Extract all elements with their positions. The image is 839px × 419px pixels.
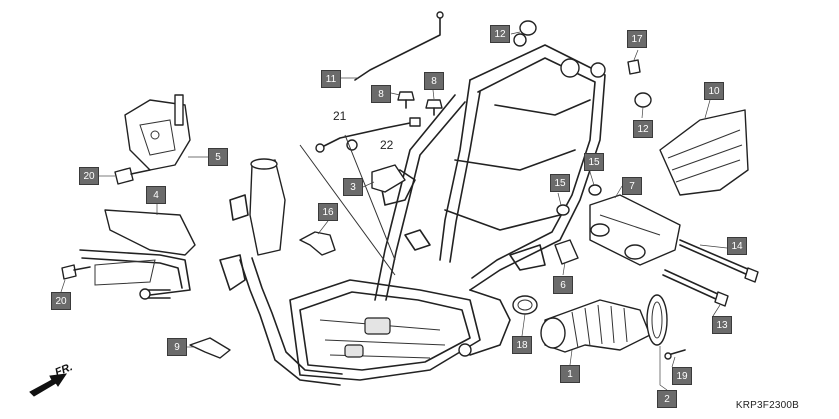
part-bolt-14 bbox=[679, 239, 759, 283]
callout-16: 16 bbox=[318, 203, 338, 221]
front-direction-arrow bbox=[29, 373, 68, 397]
callout-11: 11 bbox=[321, 70, 341, 88]
label-21: 21 bbox=[333, 109, 347, 123]
callout-6: 6 bbox=[553, 276, 573, 294]
callout-15-upper: 15 bbox=[584, 153, 604, 171]
leader-lines bbox=[60, 31, 728, 391]
callout-3: 3 bbox=[343, 178, 363, 196]
label-22: 22 bbox=[380, 138, 394, 152]
callout-7: 7 bbox=[622, 177, 642, 195]
callout-4: 4 bbox=[146, 186, 166, 204]
part-mount-6 bbox=[554, 239, 579, 265]
part-rod-11 bbox=[354, 11, 444, 81]
callout-18: 18 bbox=[512, 336, 532, 354]
callout-15-lower: 15 bbox=[550, 174, 570, 192]
part-band-18 bbox=[512, 295, 538, 315]
callout-10: 10 bbox=[704, 82, 724, 100]
part-duct-1 bbox=[540, 299, 651, 353]
part-collar-15 bbox=[556, 184, 602, 216]
callout-8-right: 8 bbox=[424, 72, 444, 90]
part-bracket-3 bbox=[371, 164, 406, 193]
callout-12-upper: 12 bbox=[490, 25, 510, 43]
part-bushing-12 bbox=[519, 20, 652, 108]
part-bolt-20b bbox=[61, 264, 91, 280]
frame-body bbox=[219, 33, 606, 386]
part-bolt-13 bbox=[662, 269, 729, 307]
part-harness-21 bbox=[299, 117, 421, 276]
part-ring-2 bbox=[646, 294, 668, 346]
callout-5: 5 bbox=[208, 148, 228, 166]
part-clip-16 bbox=[299, 231, 336, 256]
callout-20-lower: 20 bbox=[51, 292, 71, 310]
part-hanger-7 bbox=[589, 194, 681, 266]
part-plate-10 bbox=[659, 109, 749, 196]
callout-9: 9 bbox=[167, 338, 187, 356]
callout-14: 14 bbox=[727, 237, 747, 255]
part-screw-19 bbox=[664, 349, 686, 360]
part-stand-4 bbox=[79, 209, 196, 300]
callout-19: 19 bbox=[672, 367, 692, 385]
callout-13: 13 bbox=[712, 316, 732, 334]
callout-1: 1 bbox=[560, 365, 580, 383]
callout-12-lower: 12 bbox=[633, 120, 653, 138]
drawing-code: KRP3F2300B bbox=[735, 400, 799, 411]
part-clamp-9 bbox=[189, 337, 231, 359]
part-bracket-5 bbox=[124, 94, 191, 171]
callout-17: 17 bbox=[627, 30, 647, 48]
part-fastener-8 bbox=[397, 91, 443, 116]
callout-20-upper: 20 bbox=[79, 167, 99, 185]
callout-2: 2 bbox=[657, 390, 677, 408]
part-bolt-20a bbox=[114, 167, 151, 185]
callout-8-left: 8 bbox=[371, 85, 391, 103]
